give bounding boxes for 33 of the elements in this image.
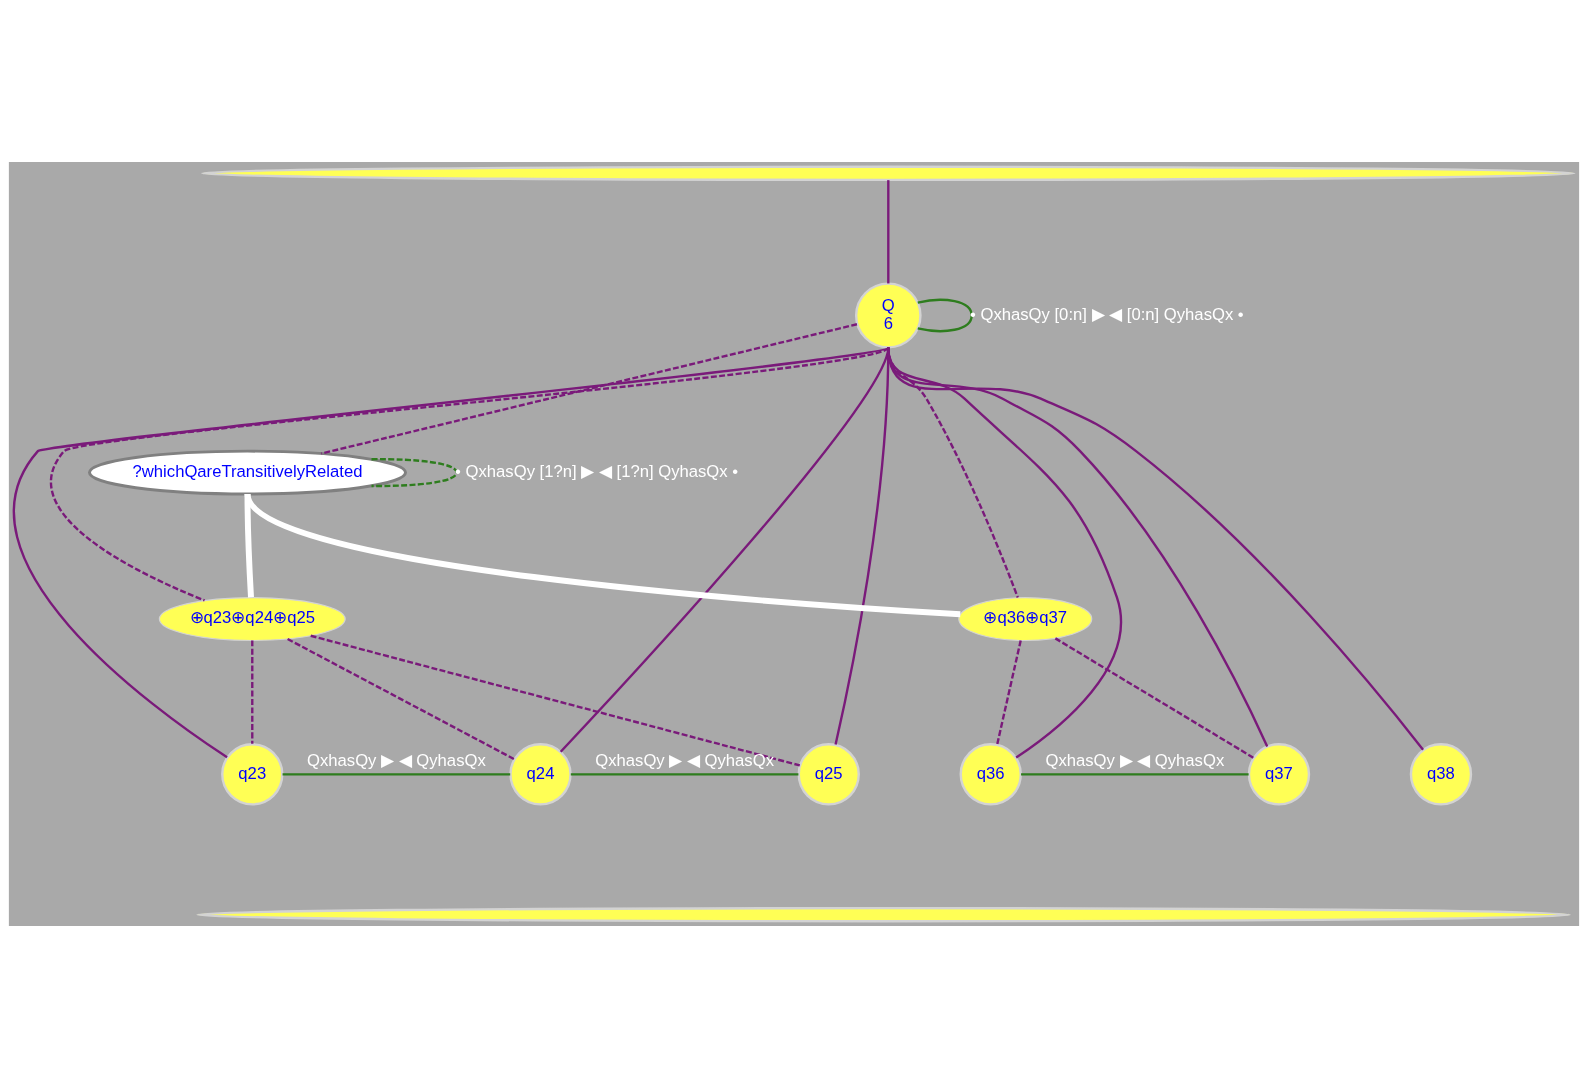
connector	[996, 640, 1022, 745]
connector	[321, 323, 858, 455]
connector	[49, 346, 889, 602]
node-circle: q38	[1409, 743, 1473, 806]
connector	[1021, 773, 1249, 776]
node-circle: q36	[959, 743, 1022, 806]
edge-label: • QxhasQy [1?n] ▶ ◀ [1?n] QyhasQx •	[455, 461, 739, 481]
connector	[13, 346, 889, 759]
edge-label: QxhasQy ▶ ◀ QyhasQx	[307, 751, 486, 771]
connector	[310, 634, 801, 767]
connector	[887, 180, 890, 284]
connector	[282, 773, 511, 776]
node-ellipse: ⊕q23⊕q24⊕q25	[158, 597, 346, 642]
connector	[251, 640, 254, 744]
node-ellipse: ?whichQareTransitivelyRelated	[88, 449, 408, 496]
edge-label: • QxhasQy [0:n] ▶ ◀ [0:n] QyhasQx •	[970, 304, 1244, 324]
connector	[887, 347, 1424, 751]
connector	[570, 773, 799, 776]
node-circle: q37	[1247, 743, 1311, 806]
node-circle: q23	[221, 743, 284, 806]
node-ellipse: ⊕q36⊕q37	[958, 597, 1093, 642]
edge-label: QxhasQy ▶ ◀ QyhasQx	[595, 751, 774, 771]
edge-label: QxhasQy ▶ ◀ QyhasQx	[1045, 751, 1225, 771]
node-circle: q25	[797, 743, 860, 806]
connector	[917, 298, 973, 333]
node-circle: q24	[509, 743, 572, 806]
connector	[244, 492, 961, 618]
node-circle: Q 6	[854, 282, 922, 349]
connector	[287, 637, 515, 761]
connector	[1054, 637, 1255, 759]
connector	[371, 458, 458, 488]
node-ellipse	[201, 165, 1576, 182]
node-ellipse	[196, 906, 1571, 923]
